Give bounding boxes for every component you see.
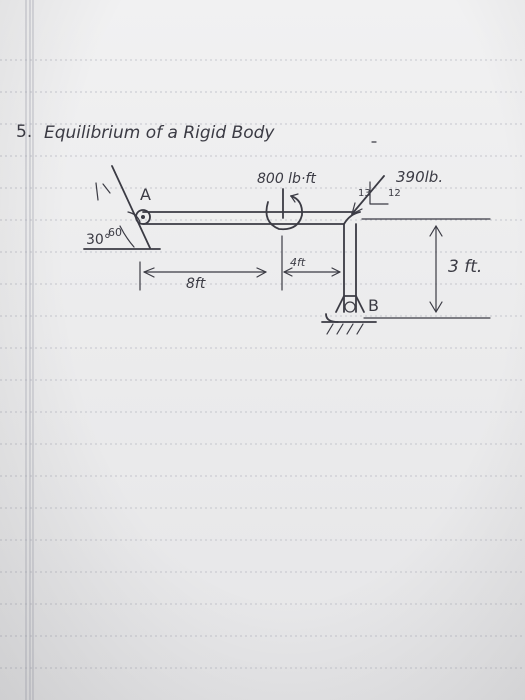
support-b-label: B [368,296,379,315]
pin-support-b [335,295,365,313]
dim-4-arrowheads [283,267,341,277]
dim-8-label: 8ft [186,276,206,292]
incline-line [111,165,151,249]
angle-30-label: 30° [86,232,111,248]
support-a-label: A [140,185,151,204]
vertical-member [343,211,361,313]
force-arrow [351,175,385,215]
slope-vert-label: 12 [388,188,401,199]
moment-arrow [265,195,303,231]
horizontal-beam [142,211,353,225]
slope-hyp-label: 13 [358,188,371,199]
incline-hatch [95,182,111,201]
angle-arc-30 [119,225,135,248]
margin-lines [25,0,34,700]
moment-label: 800 lb·ft [257,171,316,187]
force-label: 390lb. [396,168,443,186]
support-base-left [325,313,339,323]
ground-hatch-b [326,323,364,335]
moment-arrowhead [290,193,299,203]
dim-3-label: 3 ft. [448,257,482,277]
problem-number: 5. [16,122,32,142]
dim-3-arrowheads [429,225,443,313]
force-arrowhead [351,202,363,215]
dim-4-label: 4ft [290,256,306,269]
dim-8-arrowheads [143,267,267,278]
roller-a-pin [141,215,145,219]
pin-b [344,301,356,313]
angle-60-label: 60 [108,226,122,239]
problem-title: Equilibrium of a Rigid Body [44,123,275,143]
slope-triangle [369,181,389,205]
